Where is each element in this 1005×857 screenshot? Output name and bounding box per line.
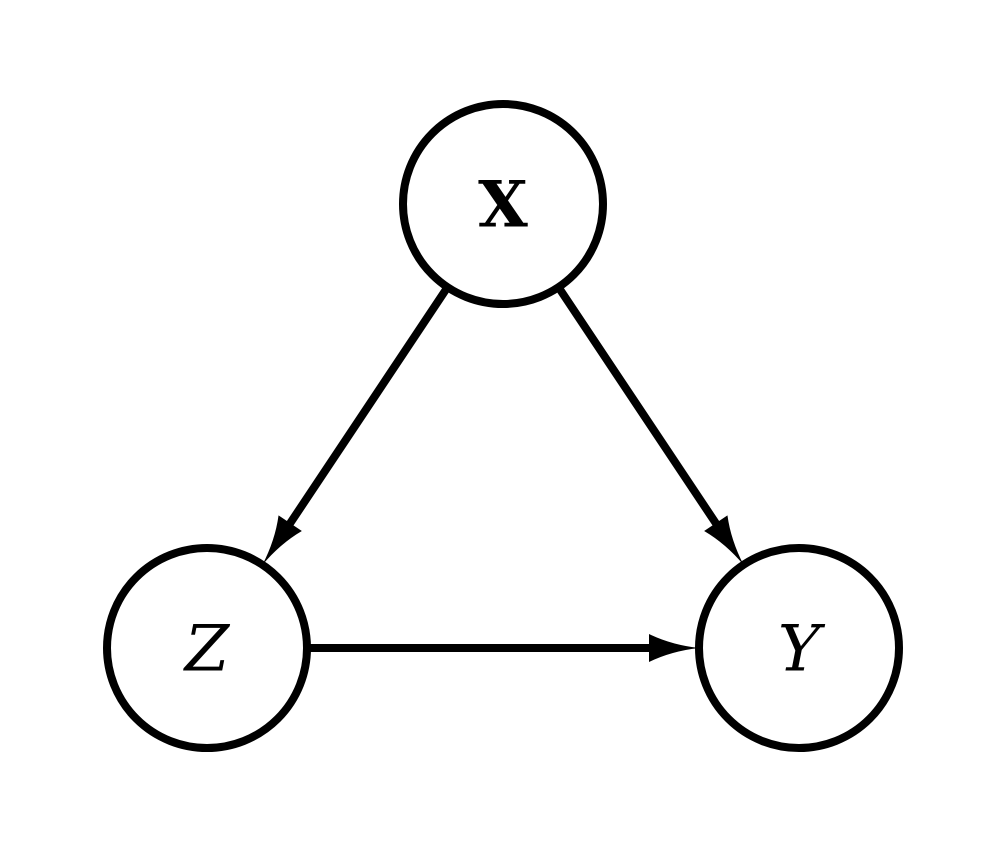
edge-X-Y-line [555, 284, 731, 543]
edge-X-Z-arrowhead [262, 515, 302, 565]
node-Z-circle [103, 544, 311, 752]
node-X-label: X [478, 168, 528, 243]
node-Y-circle [695, 544, 903, 752]
node-X-circle [399, 100, 607, 308]
edge-X-Z-line [275, 284, 451, 543]
edge-Z-Y-arrowhead [649, 634, 699, 662]
node-Z-label: Z [183, 613, 231, 687]
node-Y-label: Y [778, 613, 826, 687]
edge-X-Y-arrowhead [704, 515, 744, 565]
